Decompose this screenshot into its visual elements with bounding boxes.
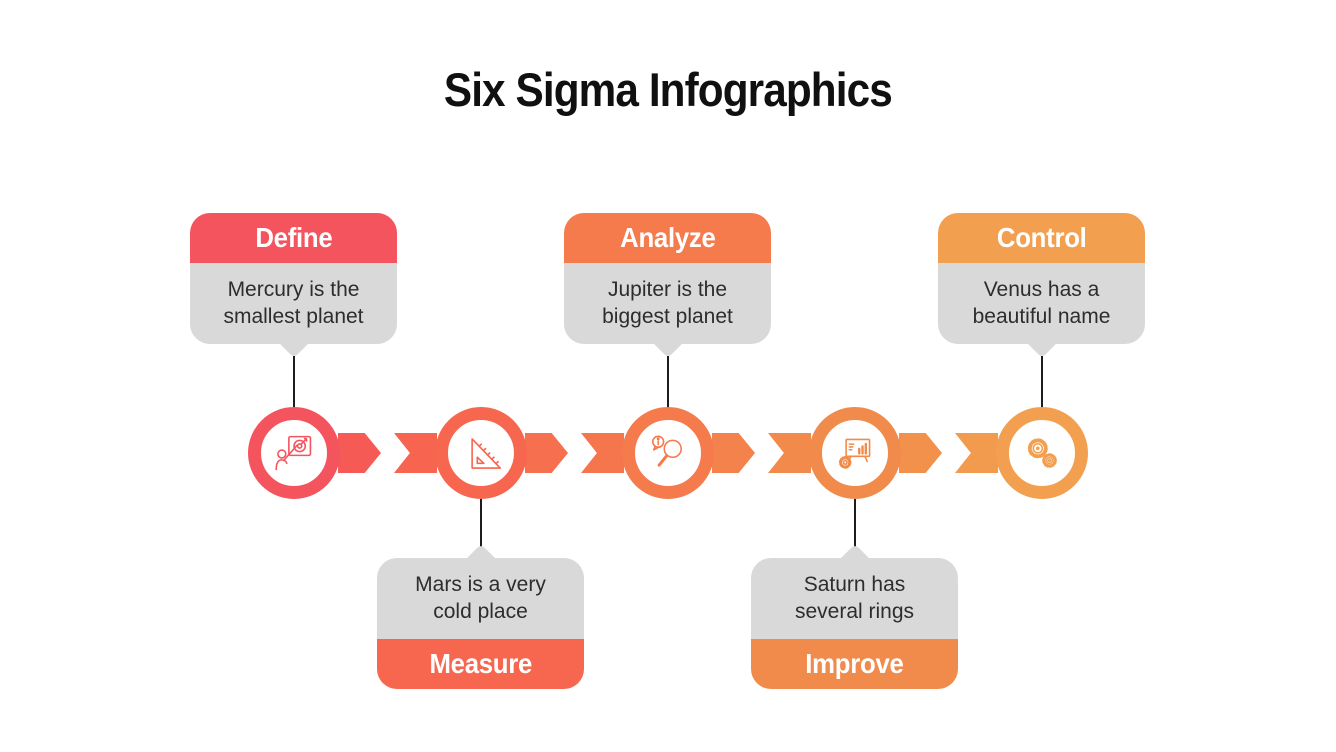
connector-define-measure <box>338 433 437 473</box>
node-measure <box>435 407 527 499</box>
stage-description-measure: Mars is a very cold place <box>415 573 546 623</box>
banner-notch-icon <box>581 433 624 473</box>
callout-control: Control Venus has a beautiful name <box>938 213 1145 358</box>
connector-measure-analyze <box>525 433 624 473</box>
connector-line-define <box>293 356 295 408</box>
bar-chart-gear-icon <box>833 431 878 476</box>
connector-line-analyze <box>667 356 669 408</box>
node-define <box>248 407 340 499</box>
node-improve <box>809 407 901 499</box>
stage-label-define: Define <box>254 222 333 253</box>
callout-control-header: Control <box>938 213 1145 263</box>
callout-define-body: Mercury is the smallest planet <box>190 263 397 344</box>
stage-description-improve: Saturn has several rings <box>794 573 915 623</box>
arrow-right-icon <box>525 433 568 473</box>
presentation-target-icon <box>272 431 317 476</box>
callout-measure: Mars is a very cold place Measure <box>377 544 584 689</box>
callout-analyze: Analyze Jupiter is the biggest planet <box>564 213 771 358</box>
stage-label-measure: Measure <box>429 648 532 679</box>
title-container: Six Sigma Infographics <box>0 62 1336 117</box>
callout-analyze-header: Analyze <box>564 213 771 263</box>
callout-define: Define Mercury is the smallest planet <box>190 213 397 358</box>
callout-improve-body: Saturn has several rings <box>751 558 958 639</box>
node-control <box>996 407 1088 499</box>
callout-measure-header: Measure <box>377 639 584 689</box>
callout-improve-header: Improve <box>751 639 958 689</box>
page-title: Six Sigma Infographics <box>444 63 893 116</box>
banner-notch-icon <box>394 433 437 473</box>
stage-description-control: Venus has a beautiful name <box>972 278 1111 328</box>
magnifier-info-icon <box>646 431 691 476</box>
callout-measure-body: Mars is a very cold place <box>377 558 584 639</box>
stage-description-analyze: Jupiter is the biggest planet <box>602 278 733 328</box>
double-gear-icon <box>1020 431 1065 476</box>
stage-description-define: Mercury is the smallest planet <box>223 278 364 328</box>
connector-line-measure <box>480 497 482 549</box>
connector-analyze-improve <box>712 433 811 473</box>
set-square-icon <box>459 431 504 476</box>
banner-notch-icon <box>768 433 811 473</box>
callout-analyze-body: Jupiter is the biggest planet <box>564 263 771 344</box>
arrow-right-icon <box>899 433 942 473</box>
stage-label-improve: Improve <box>805 648 904 679</box>
stage-label-analyze: Analyze <box>619 222 716 253</box>
banner-notch-icon <box>955 433 998 473</box>
arrow-right-icon <box>338 433 381 473</box>
stage-label-control: Control <box>996 222 1087 253</box>
connector-line-improve <box>854 497 856 549</box>
arrow-right-icon <box>712 433 755 473</box>
callout-control-body: Venus has a beautiful name <box>938 263 1145 344</box>
node-analyze <box>622 407 714 499</box>
callout-define-header: Define <box>190 213 397 263</box>
connector-improve-control <box>899 433 998 473</box>
connector-line-control <box>1041 356 1043 408</box>
callout-improve: Saturn has several rings Improve <box>751 544 958 689</box>
